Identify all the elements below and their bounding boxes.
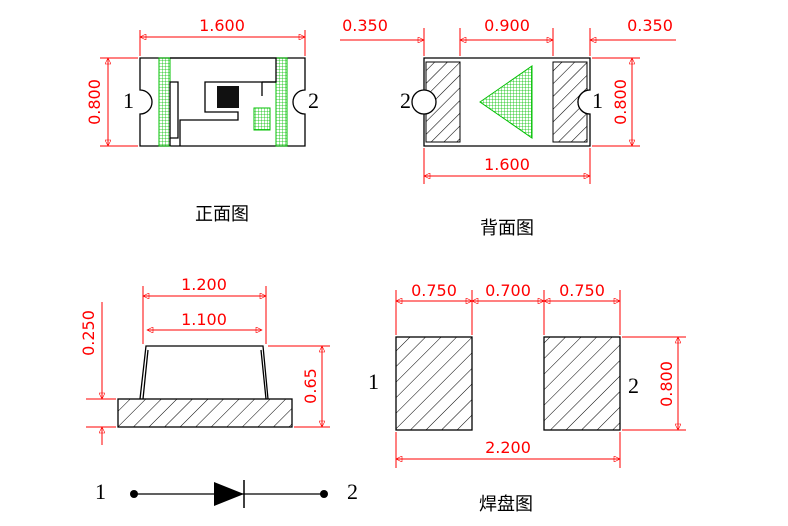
front-trace-2 — [261, 81, 276, 96]
side-lens — [139, 345, 269, 400]
back-pin-right-label: 1 — [592, 88, 603, 113]
pad-left-width-dim: 0.750 — [411, 281, 457, 300]
pad-pin-left-label: 1 — [368, 369, 379, 394]
front-pin-left-label: 1 — [123, 88, 134, 113]
side-lens-height-dim: 0.250 — [79, 310, 98, 356]
back-caption: 背面图 — [480, 218, 534, 239]
pad-total-width-dim: 2.200 — [485, 438, 531, 457]
front-pin-right-label: 2 — [308, 88, 319, 113]
pad-pin-right-label: 2 — [628, 373, 639, 398]
back-middle-dim: 0.900 — [484, 16, 530, 35]
symbol-pin-right-label: 2 — [347, 479, 358, 504]
back-pin-left-label: 2 — [400, 88, 411, 113]
back-polarity-triangle — [479, 65, 533, 139]
diode-triangle — [214, 482, 244, 506]
front-bond-pad — [253, 107, 271, 131]
side-inner-width-dim: 1.100 — [181, 310, 227, 329]
front-led-die — [217, 86, 239, 108]
back-view: 0.350 0.900 0.350 0.800 1.600 2 1 背面图 — [340, 16, 676, 239]
pad-height-dim: 0.800 — [657, 361, 676, 407]
front-width-dim: 1.600 — [199, 16, 245, 35]
front-height-dim: 0.800 — [85, 79, 104, 125]
back-right-dim: 0.350 — [627, 16, 673, 35]
pad-right — [543, 336, 621, 431]
front-terminal-left — [158, 57, 171, 147]
side-total-height-dim: 0.65 — [301, 368, 320, 404]
side-view: 1.200 1.100 0.250 0.65 — [79, 275, 330, 445]
back-height-dim: 0.800 — [611, 79, 630, 125]
back-pad-left — [425, 61, 461, 143]
pad-layout: 0.750 0.700 0.750 0.800 2.200 1 2 焊盘图 — [368, 281, 686, 515]
side-substrate — [117, 398, 293, 428]
back-left-dim: 0.350 — [342, 16, 388, 35]
diode-symbol: 1 2 — [95, 479, 358, 508]
front-caption: 正面图 — [195, 204, 249, 225]
pad-caption: 焊盘图 — [479, 494, 533, 515]
pad-right-width-dim: 0.750 — [559, 281, 605, 300]
pad-gap-dim: 0.700 — [485, 281, 531, 300]
symbol-pin-left-label: 1 — [95, 479, 106, 504]
back-width-dim: 1.600 — [484, 155, 530, 174]
front-terminal-right — [275, 57, 288, 147]
front-trace — [169, 57, 277, 146]
front-view: 1.600 0.800 1 2 正面图 — [85, 16, 319, 225]
side-top-width-dim: 1.200 — [181, 275, 227, 294]
front-body-outline — [139, 57, 306, 147]
pad-left — [395, 336, 473, 431]
